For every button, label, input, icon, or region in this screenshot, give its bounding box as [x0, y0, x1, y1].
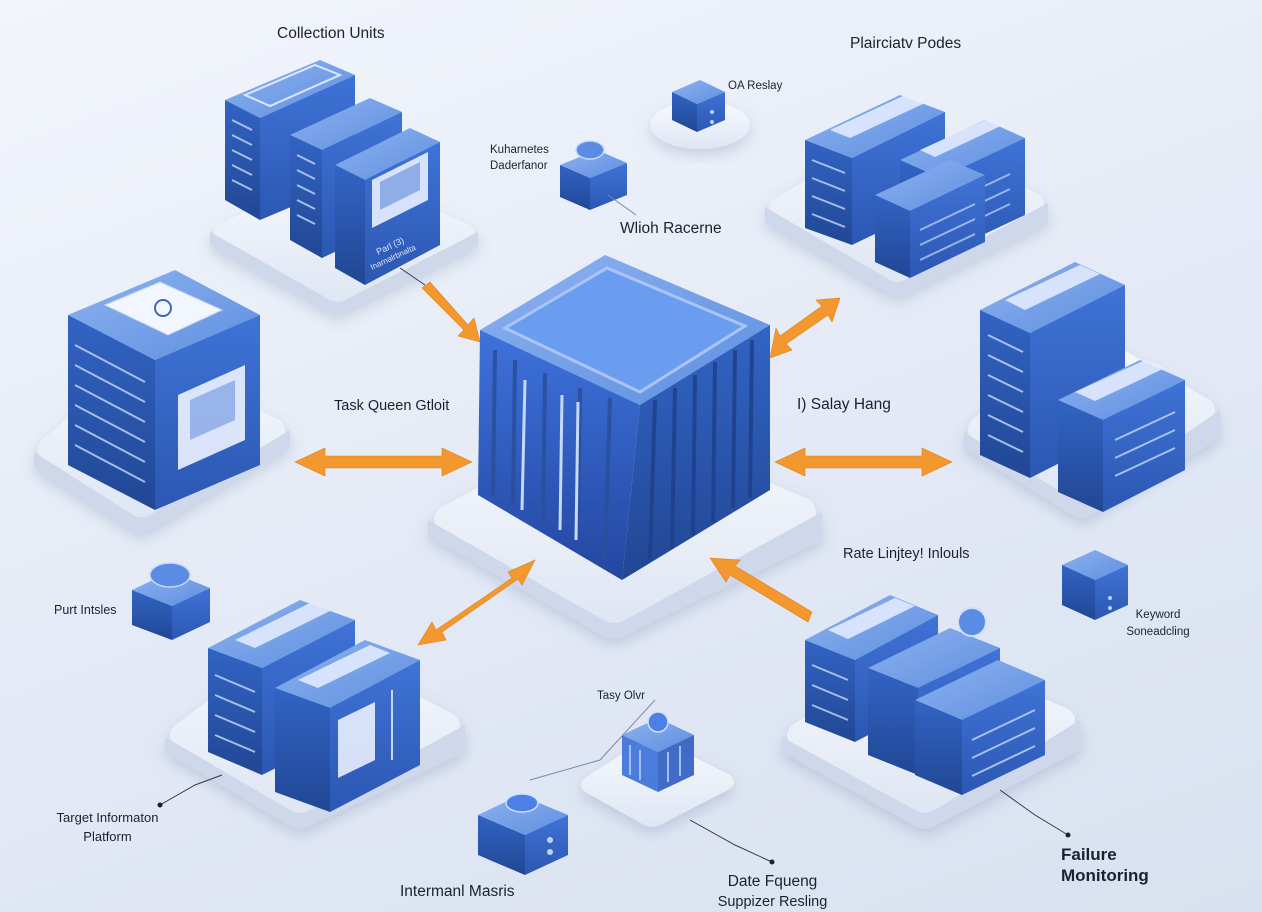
tasy-olvr-chip	[622, 711, 694, 792]
label-rate-limiter: Rate Linjtey! Inlouls	[843, 546, 970, 562]
date-leader-line	[689, 819, 773, 863]
label-keyword-line1: Keyword	[1135, 609, 1181, 621]
failure-leader-line	[999, 789, 1069, 836]
failure-leader-dot	[1065, 832, 1071, 838]
tasy-leader-line	[529, 699, 656, 781]
kubernetes-cube	[560, 140, 627, 210]
podes-server-3	[875, 160, 985, 278]
label-failure-line2: Monitoring	[1061, 866, 1149, 885]
push-inches-cube	[132, 562, 210, 640]
intermanl-masris-cube	[478, 793, 568, 875]
label-plaircity-podes: Plairciatv Podes	[850, 35, 962, 52]
arrow-left-to-queue	[294, 447, 473, 477]
salay-server-2	[1058, 360, 1185, 512]
date-leader-dot	[769, 859, 775, 865]
label-push-inches: Purt Intsles	[54, 603, 117, 617]
label-date-line2: Suppizer Resling	[717, 894, 828, 910]
arrow-target-to-queue	[417, 559, 536, 646]
label-collection-units: Collection Units	[277, 25, 385, 42]
arrow-failure-to-queue	[709, 557, 813, 623]
label-salay-hang: I) Salay Hang	[797, 396, 891, 413]
label-date-line1: Date Fqueng	[727, 873, 818, 890]
target-leader-dot	[157, 802, 163, 808]
collection-leader-line	[399, 267, 426, 286]
label-target-line2: Platform	[83, 829, 132, 844]
left-large-server	[68, 270, 260, 510]
arrow-collection-to-queue	[421, 281, 481, 343]
label-kubernetes-line1: Kuharnetes	[490, 144, 549, 156]
label-keyword-line2: Soneadcling	[1126, 626, 1190, 638]
label-which-racerne: Wlioh Racerne	[620, 220, 722, 237]
target-server-2	[275, 640, 420, 812]
arrow-podes-to-queue	[769, 297, 841, 359]
label-kubernetes-line2: Daderfanor	[490, 160, 548, 172]
failure-server-3	[915, 660, 1045, 795]
keyword-cube	[1062, 550, 1128, 620]
target-leader-line	[159, 774, 223, 806]
kubernetes-leader-line	[607, 194, 637, 216]
label-target-line1: Target Informaton	[56, 810, 159, 825]
oa-relay-cube	[672, 80, 725, 132]
collection-server-3: Parl (3) Inarnalrbnalta	[335, 128, 440, 285]
label-intermanl-masris: Intermanl Masris	[400, 883, 515, 900]
label-task-queue: Task Queen Gtloit	[334, 398, 450, 414]
label-tasy-olvr: Tasy Olvr	[597, 690, 645, 702]
label-oa-relay: OA Reslay	[728, 80, 783, 92]
label-failure-line1: Failure	[1061, 845, 1117, 864]
arrow-queue-to-salay	[774, 447, 953, 477]
central-queue-container	[478, 255, 770, 580]
